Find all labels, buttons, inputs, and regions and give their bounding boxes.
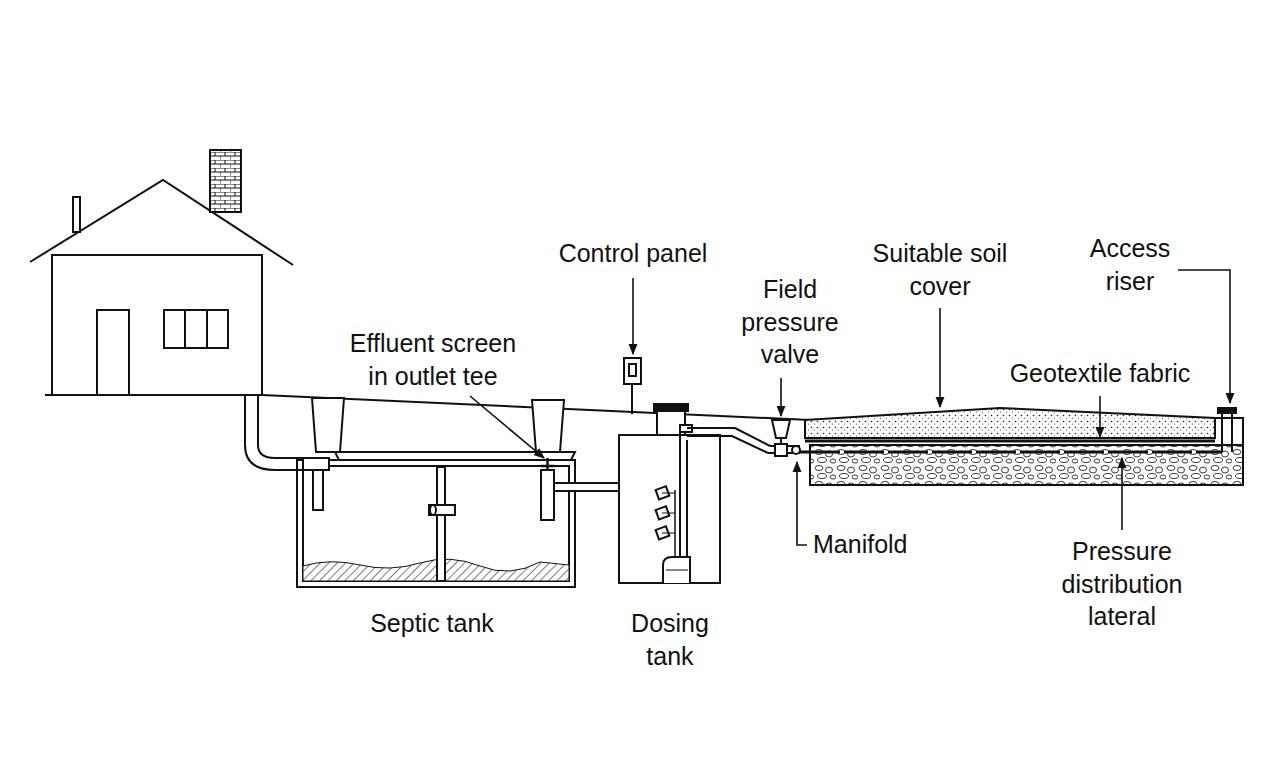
manifold-label: Manifold — [813, 528, 943, 561]
dosing-tank-part — [654, 404, 688, 411]
fabric-label: Geotextile fabric — [995, 357, 1205, 390]
house-part — [73, 197, 80, 232]
tank-label: Dosing tank — [620, 607, 720, 672]
drain-field-part — [1222, 412, 1232, 452]
septic-tank-part — [258, 395, 303, 458]
control-panel-part — [624, 358, 641, 384]
house-part — [52, 255, 262, 395]
drain-field-part — [805, 440, 1215, 443]
dosing-tank-part — [680, 432, 687, 560]
panel-label: Control panel — [533, 237, 733, 270]
house-part — [97, 310, 129, 395]
leader-lines-part — [1121, 458, 1123, 530]
drain-field-part — [800, 451, 1222, 454]
drain-field — [800, 408, 1243, 485]
dosing-tank-part — [674, 490, 676, 560]
septic-tank-part — [430, 505, 436, 515]
drain-field-part — [805, 408, 1215, 438]
leader-lines-part — [632, 278, 634, 354]
septic-tank-part — [303, 458, 329, 470]
drain-field-part — [1215, 418, 1243, 445]
septic-tank-part — [429, 505, 455, 515]
dosing-tank — [619, 404, 770, 583]
dosing-tank-part — [687, 428, 770, 453]
ground-surface — [45, 395, 810, 420]
valve-and-manifold-part — [792, 446, 800, 454]
septic-tank-part — [532, 400, 564, 452]
house — [30, 150, 293, 395]
valve-and-manifold-part — [772, 420, 790, 438]
leader-lines-part — [939, 308, 941, 407]
septic-tank-part — [297, 460, 575, 587]
house-part — [164, 310, 228, 348]
septic-tank-part — [303, 466, 569, 581]
soil-label: Suitable soil cover — [853, 237, 1028, 302]
house-part — [210, 150, 241, 212]
septic-tank-part — [554, 483, 622, 491]
septic-tank-part — [541, 470, 554, 520]
riser-label: Access riser — [1080, 232, 1180, 297]
septic-tank-part — [313, 470, 323, 510]
control-panel — [624, 358, 641, 414]
septic-tank-part — [245, 395, 303, 470]
leader-lines-part — [470, 396, 544, 458]
lateral-label: Pressure distribution lateral — [1047, 535, 1197, 633]
control-panel-part — [629, 364, 636, 376]
ground-surface-part — [45, 395, 810, 420]
septic-tank-part — [541, 458, 554, 470]
valve-and-manifold — [768, 420, 800, 456]
leader-lines — [470, 270, 1230, 545]
dosing-tank-part — [663, 557, 690, 583]
screen-label: Effluent screen in outlet tee — [343, 327, 523, 392]
dosing-tank-part — [619, 435, 720, 583]
leader-lines-part — [1099, 396, 1101, 437]
dosing-tank-part — [666, 570, 688, 571]
tank-label: Septic tank — [332, 607, 532, 640]
house-part — [184, 310, 186, 348]
valve-label: Field pressure valve — [730, 273, 850, 371]
dosing-tank-part — [662, 493, 675, 533]
house-part — [206, 310, 208, 348]
septic-tank-part — [312, 398, 344, 452]
drain-field-part — [1218, 408, 1236, 413]
house-part — [30, 180, 293, 265]
control-panel-part — [631, 384, 633, 414]
leader-lines-part — [797, 462, 807, 545]
septic-tank — [245, 395, 622, 587]
valve-and-manifold-part — [775, 444, 787, 456]
septic-tank-part — [437, 467, 445, 581]
leader-lines-part — [780, 378, 782, 416]
